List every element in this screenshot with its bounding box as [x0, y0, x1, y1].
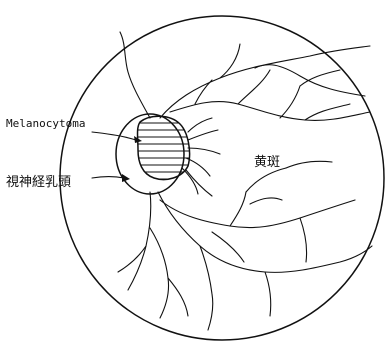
upper-vessels: [120, 32, 370, 120]
macula-label: 黄斑: [254, 155, 280, 170]
lower-vessels: [118, 161, 372, 330]
optic-disc: [116, 114, 184, 194]
optic-disc-label: 視神経乳頭: [6, 175, 71, 190]
optic-disc-leader: [92, 174, 130, 182]
fundus-boundary: [60, 16, 384, 340]
macular-branch-vessels: [182, 118, 220, 196]
melanocytoma-label: Melanocytoma: [6, 117, 85, 130]
